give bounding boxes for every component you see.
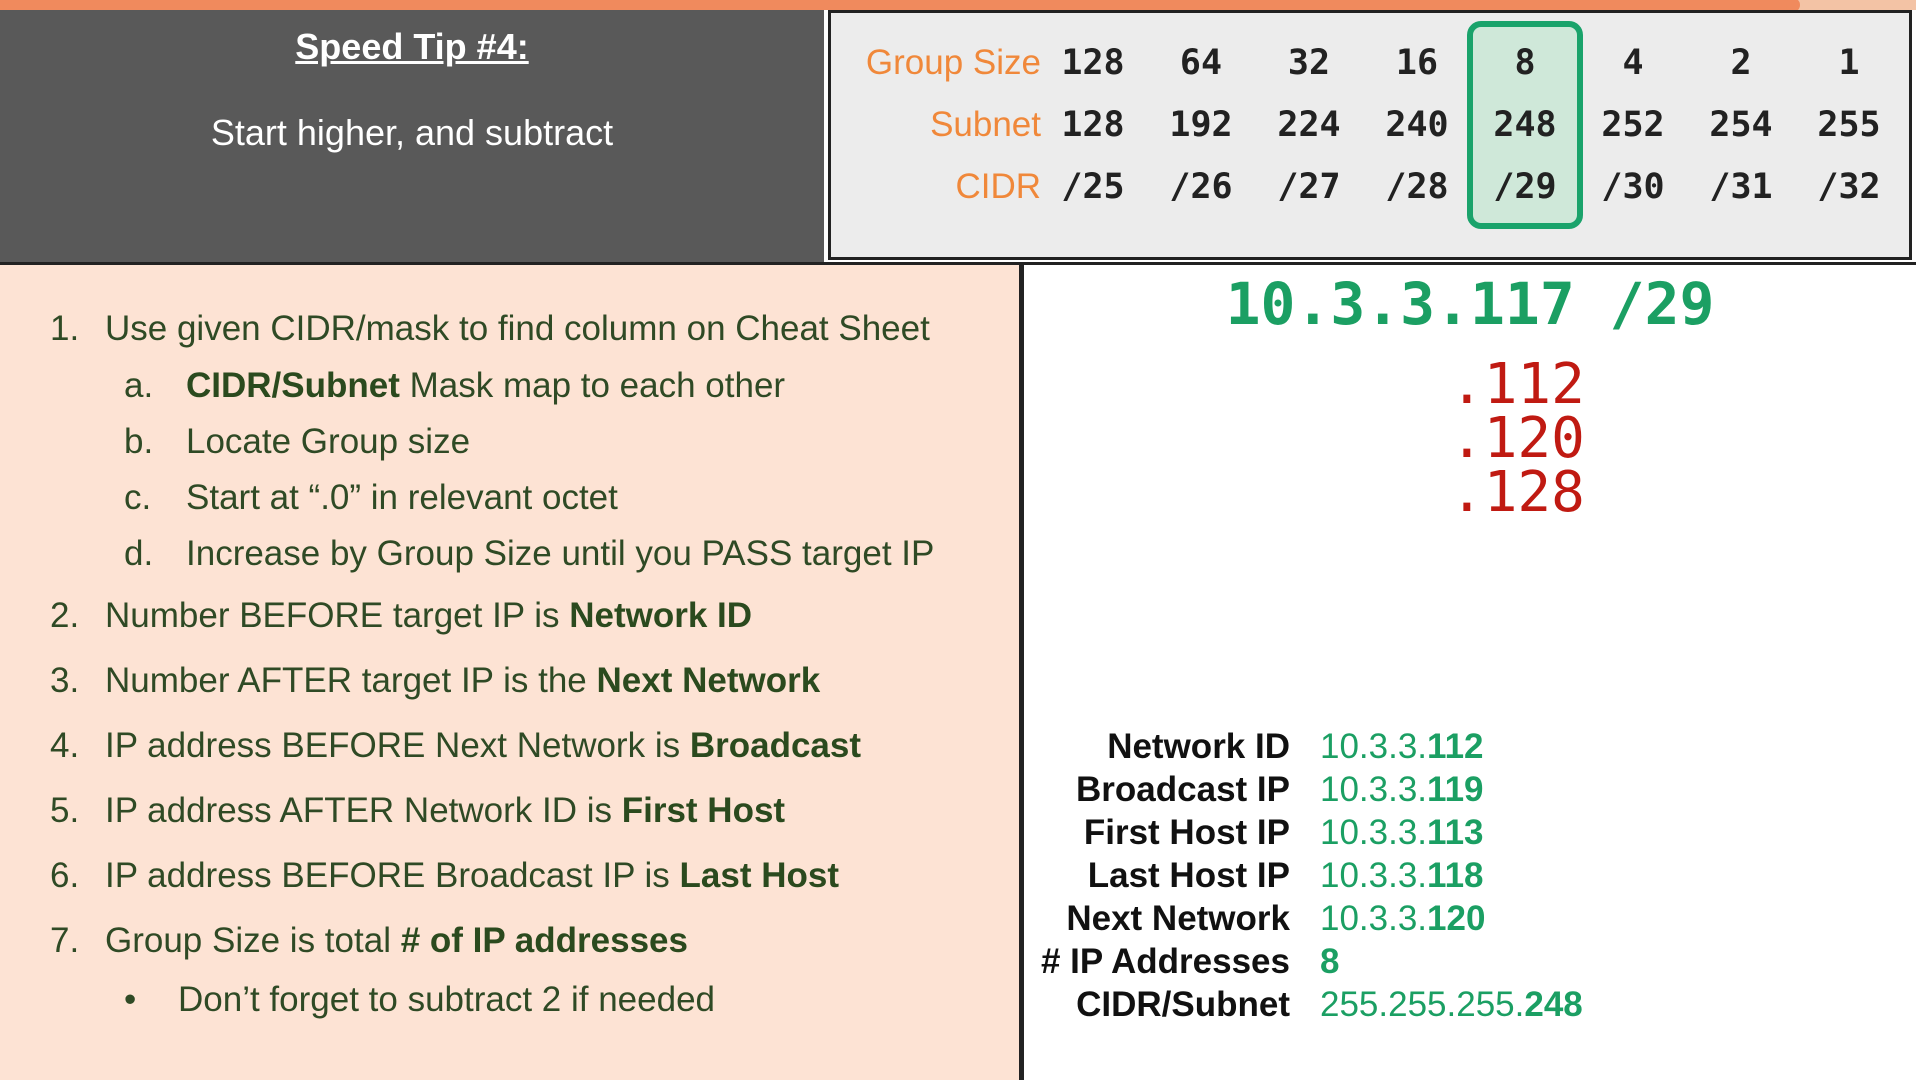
first-host-value: 10.3.3.113 bbox=[1320, 813, 1484, 852]
subnet-cell: 240 bbox=[1385, 105, 1449, 145]
group-size-cell: 64 bbox=[1179, 43, 1223, 83]
broadcast-label: Broadcast IP bbox=[1076, 770, 1290, 809]
subnet-cell: 254 bbox=[1709, 105, 1773, 145]
subnet-cell: 255 bbox=[1817, 105, 1881, 145]
cidr-cell: /26 bbox=[1169, 167, 1233, 207]
cheat-sheet-panel: Group Size Subnet CIDR 128 64 32 16 8 4 2 1 128 1… bbox=[828, 10, 1912, 260]
first-host-label: First Host IP bbox=[1083, 813, 1290, 852]
group-size-cell: 8 bbox=[1514, 43, 1536, 83]
divider bbox=[1024, 262, 1916, 265]
group-size-cell: 32 bbox=[1287, 43, 1331, 83]
subnet-label: Subnet bbox=[930, 105, 1041, 144]
cidr-cell: /32 bbox=[1817, 167, 1881, 207]
increment-2: .120 bbox=[1450, 406, 1585, 471]
cidr-cell: /28 bbox=[1385, 167, 1449, 207]
cidr-cell: /25 bbox=[1061, 167, 1125, 207]
subnet-cell: 224 bbox=[1277, 105, 1341, 145]
tip-title: Speed Tip #4: bbox=[295, 26, 529, 67]
group-size-cell: 4 bbox=[1622, 43, 1644, 83]
increment-1: .112 bbox=[1450, 352, 1585, 417]
group-size-cell: 2 bbox=[1730, 43, 1752, 83]
network-id-label: Network ID bbox=[1107, 727, 1290, 766]
video-progress-bar[interactable] bbox=[0, 0, 1916, 12]
ip-addresses-value: 8 bbox=[1320, 942, 1340, 981]
tip-subtitle: Start higher, and subtract bbox=[210, 112, 614, 153]
broadcast-value: 10.3.3.119 bbox=[1320, 770, 1484, 809]
progress-knob[interactable] bbox=[1786, 0, 1801, 12]
steps-panel: 1. Use given CIDR/mask to find column on… bbox=[0, 262, 1024, 1080]
cidr-label: CIDR bbox=[955, 167, 1041, 206]
cidr-cell: /27 bbox=[1277, 167, 1341, 207]
cidr-subnet-label: CIDR/Subnet bbox=[1076, 985, 1290, 1024]
group-size-label: Group Size bbox=[865, 43, 1041, 82]
example-ip: 10.3.3.117 /29 bbox=[1225, 270, 1715, 338]
increment-3: .128 bbox=[1450, 460, 1585, 525]
next-network-label: Next Network bbox=[1066, 899, 1290, 938]
network-id-value: 10.3.3.112 bbox=[1320, 727, 1484, 766]
subnet-cell: 192 bbox=[1169, 105, 1233, 145]
title-panel: Speed Tip #4: Start higher, and subtract bbox=[0, 10, 824, 262]
group-size-cell: 128 bbox=[1061, 43, 1125, 83]
cidr-subnet-value: 255.255.255.248 bbox=[1320, 985, 1583, 1024]
progress-fill bbox=[0, 0, 1794, 10]
cidr-cell: /30 bbox=[1601, 167, 1665, 207]
subnet-cell: 128 bbox=[1061, 105, 1125, 145]
last-host-label: Last Host IP bbox=[1087, 856, 1290, 895]
ip-addresses-label: # IP Addresses bbox=[1040, 942, 1290, 981]
next-network-value: 10.3.3.120 bbox=[1320, 899, 1486, 938]
subnet-cell: 252 bbox=[1601, 105, 1665, 145]
subnet-cell: 248 bbox=[1493, 105, 1557, 145]
cidr-cell: /29 bbox=[1493, 167, 1557, 207]
last-host-value: 10.3.3.118 bbox=[1320, 856, 1484, 895]
cidr-cell: /31 bbox=[1709, 167, 1773, 207]
group-size-cell: 16 bbox=[1395, 43, 1439, 83]
group-size-cell: 1 bbox=[1838, 43, 1860, 83]
highlighted-column bbox=[1467, 21, 1583, 229]
